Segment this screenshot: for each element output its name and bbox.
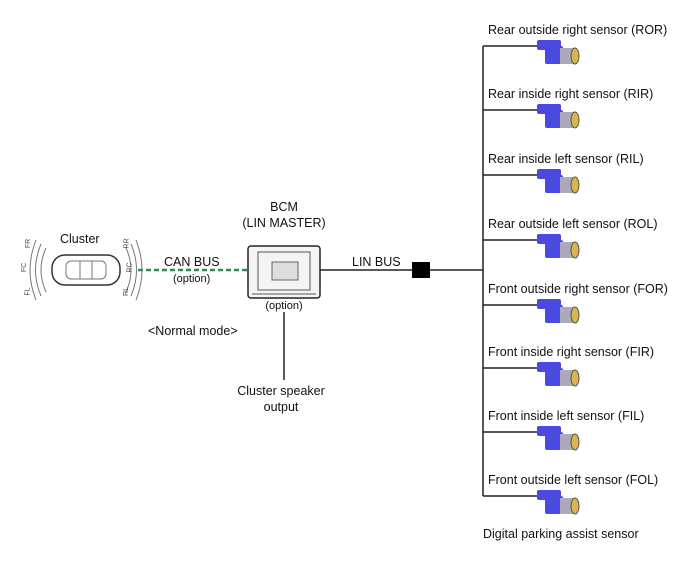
sensor-icon: [537, 40, 580, 65]
speaker-label-1: Cluster speaker: [237, 384, 325, 398]
bcm-module-icon: [247, 245, 321, 299]
sensor-label: Rear outside left sensor (ROL): [488, 217, 658, 231]
can-bus-label: CAN BUS: [164, 255, 220, 269]
sensor-icon: [537, 234, 580, 259]
sensor-label: Front outside left sensor (FOL): [488, 473, 659, 487]
sensor-icon: [537, 490, 580, 515]
cluster-label: Cluster: [60, 232, 100, 246]
sensor-group-label: Digital parking assist sensor: [483, 527, 639, 541]
lin-bus-label: LIN BUS: [352, 255, 401, 269]
bcm-subtitle: (LIN MASTER): [242, 216, 326, 230]
cluster-zone-label: RC: [126, 262, 134, 273]
sensor-5: [483, 362, 580, 387]
bcm-title: BCM: [270, 200, 298, 214]
sensor-label: Rear inside left sensor (RIL): [488, 152, 644, 166]
lin-connector: [412, 262, 430, 278]
cluster-zone-label: RR: [123, 238, 131, 249]
sensor-6: [483, 426, 580, 451]
sensor-icon: [537, 299, 580, 324]
bcm-note: (option): [265, 300, 303, 312]
sensor-3: [483, 234, 580, 259]
sensor-label: Rear inside right sensor (RIR): [488, 87, 654, 101]
sensor-icon: [537, 426, 580, 451]
sensor-icon: [537, 169, 580, 194]
cluster-zone-label: RL: [122, 287, 130, 296]
mode-label: <Normal mode>: [148, 324, 238, 338]
sensor-icon: [537, 362, 580, 387]
sensor-2: [483, 169, 580, 194]
sensor-label: Front inside right sensor (FIR): [488, 345, 655, 359]
sensor-label: Rear outside right sensor (ROR): [488, 23, 668, 37]
cluster-zone-label: FR: [25, 238, 33, 249]
sensor-label: Front inside left sensor (FIL): [488, 409, 645, 423]
cluster-zone-label: FC: [21, 262, 29, 273]
sensor-1: [483, 104, 580, 129]
sensor-icon: [537, 104, 580, 129]
can-bus-note: (option): [173, 273, 211, 285]
sensor-label: Front outside right sensor (FOR): [488, 282, 668, 296]
speaker-label-2: output: [263, 400, 299, 414]
sensor-4: [483, 299, 580, 324]
sensor-7: [483, 490, 580, 515]
cluster-zone-label: FL: [24, 287, 32, 296]
sensor-0: [483, 40, 580, 65]
